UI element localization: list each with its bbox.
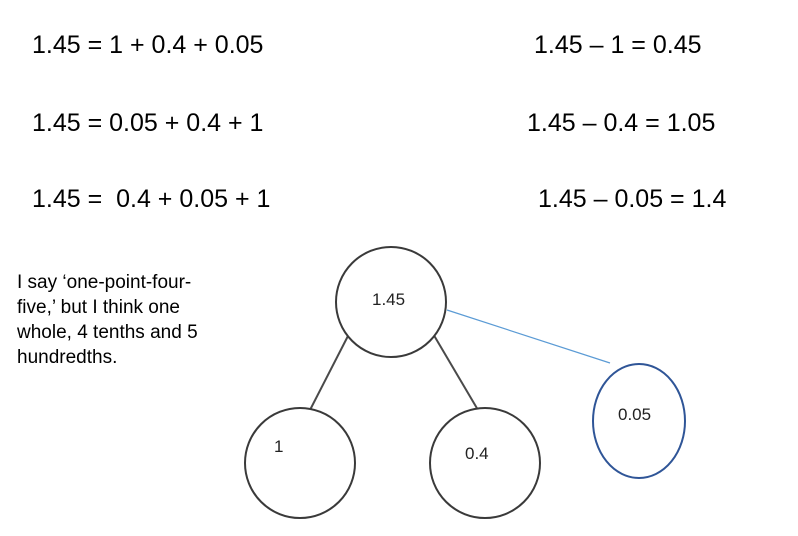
equation-subtraction-3: 1.45 – 0.05 = 1.4 — [538, 185, 727, 213]
whole-value-label: 1.45 — [372, 290, 406, 309]
part-value-label-ones: 1 — [274, 437, 284, 456]
whole-circle — [335, 246, 447, 358]
branch-line-root-to-0.4 — [431, 331, 479, 411]
part-value-label-tenths: 0.4 — [465, 444, 489, 463]
branch-line-root-to-1 — [309, 331, 351, 411]
equation-addition-3: 1.45 = 0.4 + 0.05 + 1 — [32, 185, 271, 213]
note-line: five,’ but I think one — [17, 297, 181, 318]
equation-addition-1: 1.45 = 1 + 0.4 + 0.05 — [32, 31, 264, 59]
link-line-root-to-0.05 — [446, 309, 611, 364]
equation-subtraction-1: 1.45 – 1 = 0.45 — [534, 31, 702, 59]
equation-subtraction-2: 1.45 – 0.4 = 1.05 — [527, 109, 716, 137]
part-circle-0.4 — [429, 407, 541, 519]
part-value-label-hundredths: 0.05 — [618, 405, 652, 424]
part-circle-0.05 — [592, 363, 686, 479]
part-circle-1 — [244, 407, 356, 519]
note-line: hundredths. — [17, 347, 118, 368]
note-line: I say ‘one-point-four- — [17, 272, 192, 293]
equation-addition-2: 1.45 = 0.05 + 0.4 + 1 — [32, 109, 264, 137]
note-line: whole, 4 tenths and 5 — [17, 322, 198, 343]
explanation-note: I say ‘one-point-four- five,’ but I thin… — [17, 270, 252, 370]
